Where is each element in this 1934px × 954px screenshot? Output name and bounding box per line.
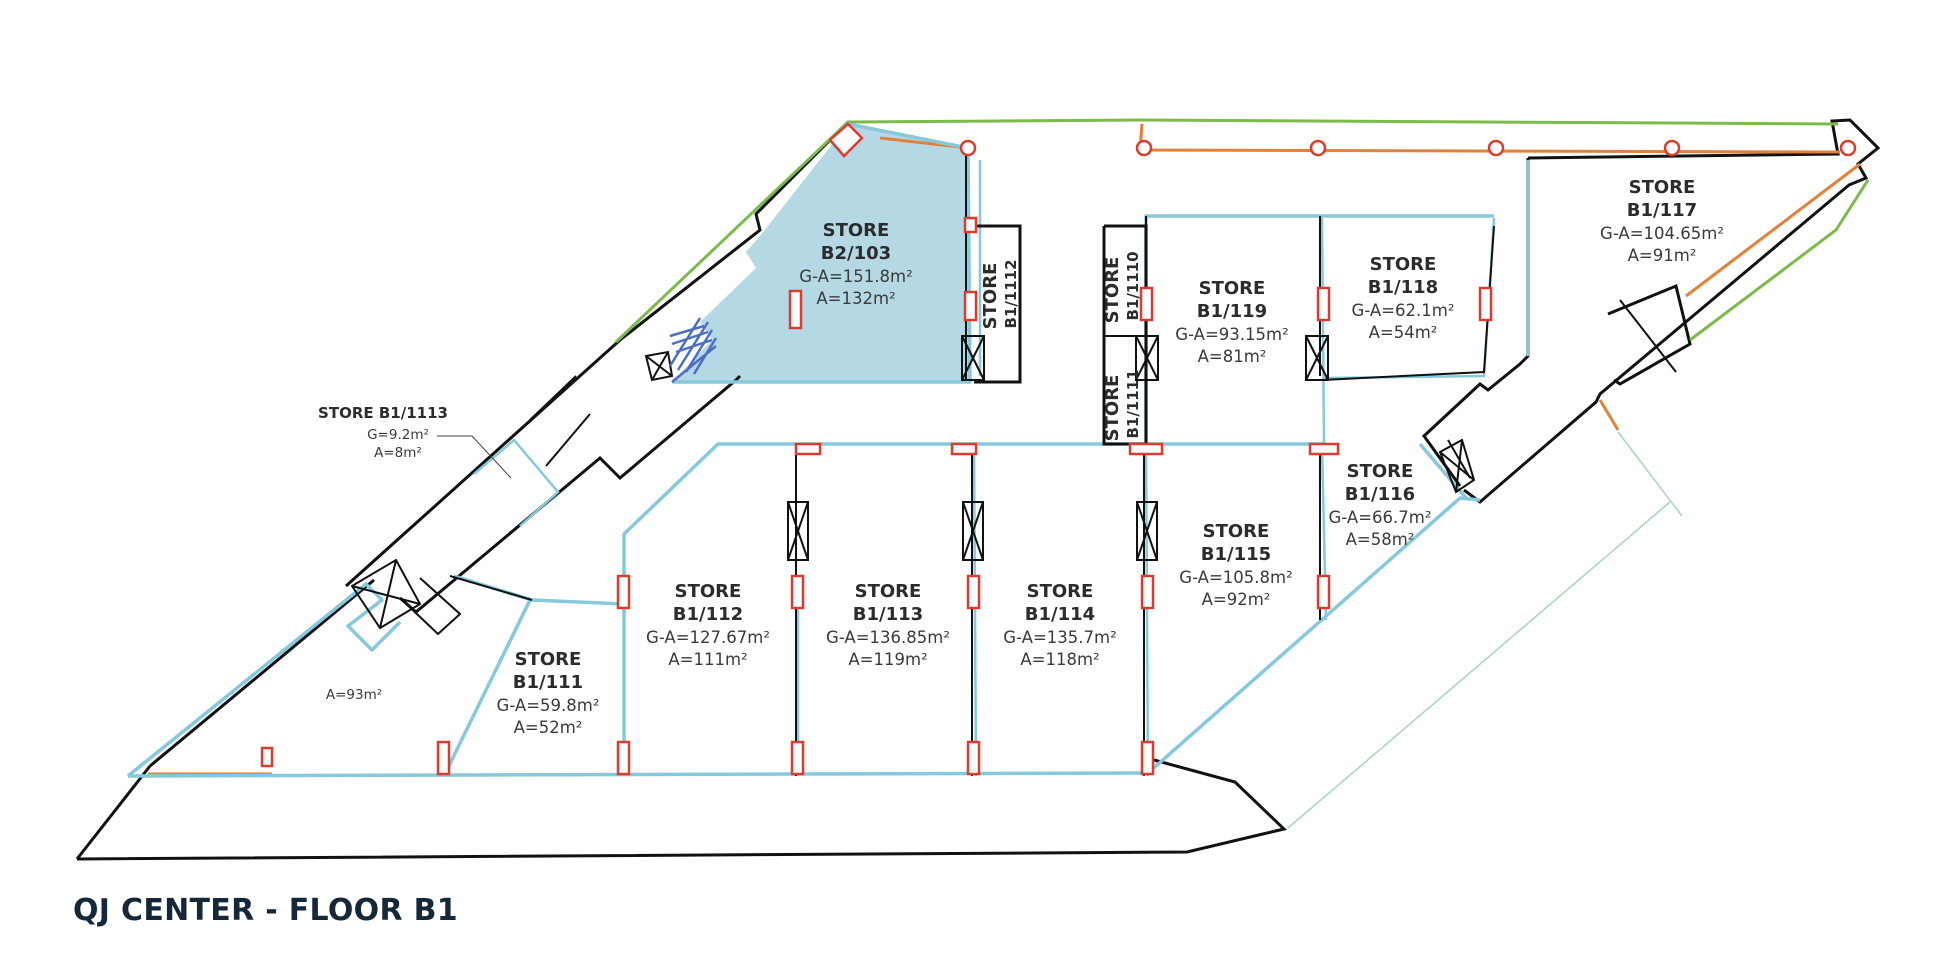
page-title: QJ CENTER - FLOOR B1 — [73, 893, 458, 928]
store-number: B1/1111 — [1124, 369, 1142, 438]
store-number: B1/118 — [1368, 277, 1438, 298]
store-b1-113-label[interactable]: STORE B1/113 G-A=136.85m² A=119m² — [826, 581, 950, 669]
store-number: B1/115 — [1201, 544, 1271, 565]
store-gross-area: G-A=104.65m² — [1600, 224, 1724, 243]
column-markers — [959, 139, 1857, 157]
store-title: STORE B1/1113 — [318, 404, 448, 422]
store-b2-103-area[interactable] — [672, 124, 970, 382]
store-net-area: A=8m² — [374, 445, 422, 461]
store-b1-111-label[interactable]: STORE B1/111 G-A=59.8m² A=52m² — [497, 649, 600, 737]
store-b1-1110-label[interactable]: STORE B1/1110 — [1102, 251, 1142, 323]
elevator-icon — [961, 335, 985, 381]
store-title: STORE — [823, 220, 890, 241]
store-title: STORE — [1347, 461, 1414, 482]
callout-leader — [437, 435, 512, 479]
door-markers — [260, 122, 1493, 776]
elevator-icons — [350, 335, 1476, 630]
unnamed-left-unit-label[interactable]: A=93m² — [326, 687, 382, 703]
store-net-area: A=118m² — [1020, 650, 1099, 669]
store-title: STORE — [1027, 581, 1094, 602]
store-b1-119-label[interactable]: STORE B1/119 G-A=93.15m² A=81m² — [1175, 278, 1288, 366]
elevator-icon — [350, 558, 422, 630]
store-title: STORE — [1199, 278, 1266, 299]
store-net-area: A=132m² — [816, 289, 895, 308]
store-gross-area: G-A=135.7m² — [1003, 628, 1116, 647]
store-gross-area: G-A=93.15m² — [1175, 325, 1288, 344]
store-title: STORE — [515, 649, 582, 670]
store-number: B1/119 — [1197, 301, 1267, 322]
store-title: STORE — [980, 263, 1001, 330]
store-gross-area: G-A=62.1m² — [1352, 301, 1455, 320]
store-gross-area: G-A=59.8m² — [497, 696, 600, 715]
store-b2-103-label[interactable]: STORE B2/103 G-A=151.8m² A=132m² — [799, 220, 912, 308]
store-net-area: A=93m² — [326, 687, 382, 703]
unit-boundaries — [126, 122, 1530, 778]
store-b1-1111-label[interactable]: STORE B1/1111 — [1102, 369, 1142, 441]
store-gross-area: G-A=66.7m² — [1329, 508, 1432, 527]
store-net-area: A=119m² — [848, 650, 927, 669]
store-number: B2/103 — [821, 243, 891, 264]
store-b1-115-label[interactable]: STORE B1/115 G-A=105.8m² A=92m² — [1179, 521, 1292, 609]
store-gross-area: G=9.2m² — [367, 427, 429, 443]
store-b1-116-label[interactable]: STORE B1/116 G-A=66.7m² A=58m² — [1329, 461, 1432, 549]
store-title: STORE — [1102, 257, 1123, 324]
store-b1-118-label[interactable]: STORE B1/118 G-A=62.1m² A=54m² — [1352, 254, 1455, 342]
store-b1-117-label[interactable]: STORE B1/117 G-A=104.65m² A=91m² — [1600, 177, 1724, 265]
store-number: B1/111 — [513, 672, 583, 693]
store-title: STORE — [1629, 177, 1696, 198]
store-title: STORE — [1102, 375, 1123, 442]
store-gross-area: G-A=127.67m² — [646, 628, 770, 647]
internal-walls — [449, 146, 1495, 776]
store-gross-area: G-A=136.85m² — [826, 628, 950, 647]
elevator-icon — [1136, 501, 1158, 561]
store-number: B1/1112 — [1002, 259, 1020, 328]
store-title: STORE — [675, 581, 742, 602]
store-number: B1/112 — [673, 604, 743, 625]
elevator-icon — [644, 350, 674, 382]
elevator-icon — [787, 501, 809, 561]
store-number: B1/114 — [1025, 604, 1095, 625]
store-b1-112-label[interactable]: STORE B1/112 G-A=127.67m² A=111m² — [646, 581, 770, 669]
store-net-area: A=54m² — [1369, 323, 1438, 342]
store-net-area: A=91m² — [1628, 246, 1697, 265]
store-number: B1/1110 — [1124, 251, 1142, 320]
elevator-icon — [1305, 335, 1329, 381]
store-number: B1/116 — [1345, 484, 1415, 505]
elevator-icon — [1438, 438, 1476, 494]
store-b1-114-label[interactable]: STORE B1/114 G-A=135.7m² A=118m² — [1003, 581, 1116, 669]
facade-lines — [148, 118, 1870, 829]
store-title: STORE — [855, 581, 922, 602]
store-net-area: A=81m² — [1198, 347, 1267, 366]
store-number: B1/117 — [1627, 200, 1697, 221]
elevator-icon — [1135, 335, 1159, 381]
elevator-icon — [962, 501, 984, 561]
door-icon — [788, 289, 803, 330]
store-title: STORE — [1203, 521, 1270, 542]
store-gross-area: G-A=105.8m² — [1179, 568, 1292, 587]
store-net-area: A=111m² — [668, 650, 747, 669]
store-b1-1112-label[interactable]: STORE B1/1112 — [980, 259, 1020, 329]
store-b1-1113-label[interactable]: STORE B1/1113 G=9.2m² A=8m² — [318, 404, 448, 461]
store-net-area: A=52m² — [514, 718, 583, 737]
store-title: STORE — [1370, 254, 1437, 275]
store-net-area: A=58m² — [1346, 530, 1415, 549]
store-number: B1/113 — [853, 604, 923, 625]
store-gross-area: G-A=151.8m² — [799, 267, 912, 286]
stairs-icon — [668, 317, 718, 383]
store-net-area: A=92m² — [1202, 590, 1271, 609]
